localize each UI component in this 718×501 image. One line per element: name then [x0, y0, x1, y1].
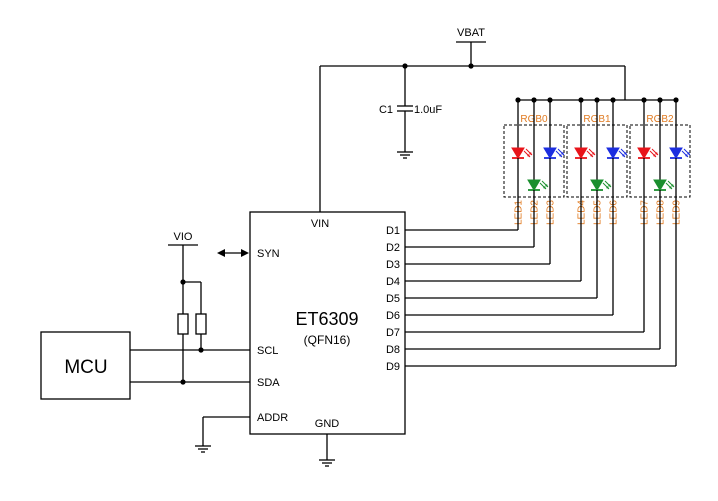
blue-led-diode	[543, 147, 565, 159]
led-label: LED2	[530, 200, 541, 225]
blue-led-diode	[669, 147, 691, 159]
pin-syn-label: SYN	[257, 248, 280, 260]
green-led-diode	[590, 179, 612, 191]
output-wires	[405, 158, 677, 367]
chip-package: (QFN16)	[304, 333, 351, 347]
pin-d1-label: D1	[386, 225, 400, 237]
pin-d2-label: D2	[386, 242, 400, 254]
pin-d9-label: D9	[386, 361, 400, 373]
led-label: LED8	[656, 200, 667, 225]
pin-d4-label: D4	[386, 276, 400, 288]
static-wiring	[130, 41, 676, 467]
green-led-diode	[527, 179, 549, 191]
led-label: LED3	[546, 200, 557, 225]
led-label: LED6	[609, 200, 620, 225]
pin-d7-label: D7	[386, 327, 400, 339]
pin-d3-label: D3	[386, 259, 400, 271]
pin-vin-label: VIN	[311, 218, 329, 230]
red-led-diode	[574, 147, 596, 159]
pin-d5-label: D5	[386, 293, 400, 305]
cap-ref-label: C1	[379, 104, 393, 116]
led-label: LED9	[672, 200, 683, 225]
pin-d8-label: D8	[386, 344, 400, 356]
led-label: LED4	[577, 200, 588, 225]
chip-name: ET6309	[295, 309, 358, 329]
red-led-diode	[637, 147, 659, 159]
red-led-diode	[511, 147, 533, 159]
vbat-label: VBAT	[457, 27, 485, 39]
mcu-block: MCU	[40, 331, 131, 400]
et6309-chip: ET6309 (QFN16) VIN GND SYN SCL SDA ADDR …	[249, 211, 406, 435]
green-led-diode	[653, 179, 675, 191]
pin-addr-label: ADDR	[257, 412, 288, 424]
blue-led-diode	[606, 147, 628, 159]
pin-d6-label: D6	[386, 310, 400, 322]
led-label: LED7	[640, 200, 651, 225]
cap-value-label: 1.0uF	[414, 104, 442, 116]
led-label: LED1	[514, 200, 525, 225]
pin-gnd-label: GND	[315, 418, 340, 430]
mcu-label: MCU	[64, 357, 107, 378]
vio-label: VIO	[174, 231, 193, 243]
led-label: LED5	[593, 200, 604, 225]
pin-sda-label: SDA	[257, 377, 280, 389]
pin-scl-label: SCL	[257, 345, 278, 357]
